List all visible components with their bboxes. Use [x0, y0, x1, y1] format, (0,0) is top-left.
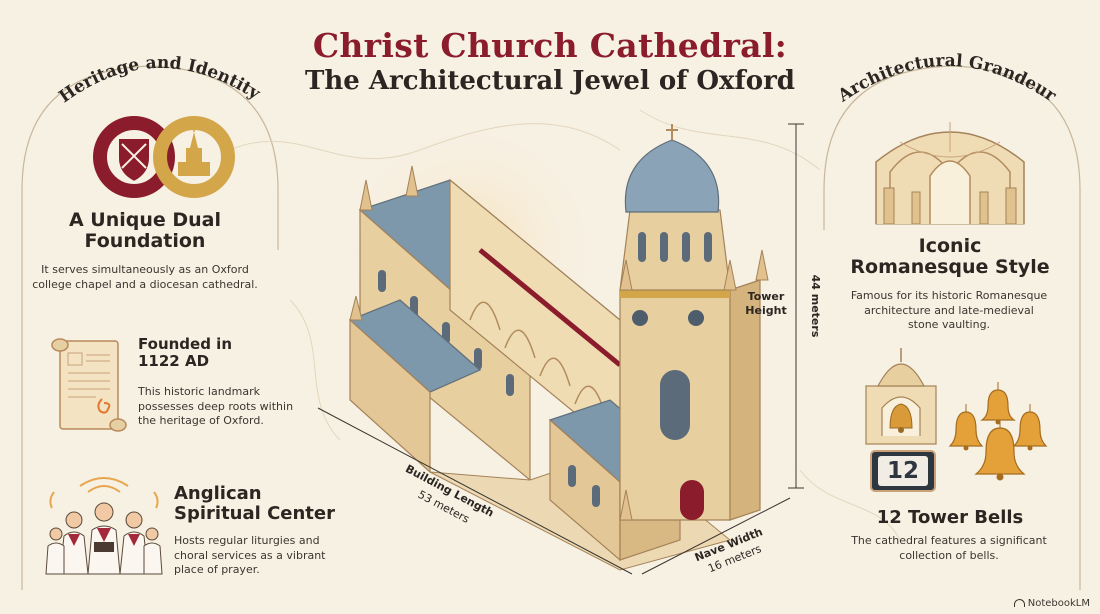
clock-icon [688, 310, 704, 326]
vine-line [639, 109, 821, 171]
tower-dome [624, 139, 720, 213]
bells-heading: 12 Tower Bells [876, 507, 1024, 528]
vine-line [799, 469, 901, 541]
romanesque-heading-line2: Romanesque Style [850, 256, 1050, 279]
bell-counter: 12 [870, 450, 936, 492]
vine-line [229, 123, 621, 160]
vault-arches-icon [875, 122, 1025, 225]
watermark-text: NotebookLM [1027, 598, 1090, 609]
bells-text-line1: The cathedral features a significant [851, 534, 1047, 547]
anglican-text-line2: choral services as a vibrant [174, 548, 326, 562]
founded-text-line1: This historic landmark [138, 385, 260, 398]
tower-label-line2: Height [745, 304, 786, 317]
notebooklm-logo-icon [1013, 599, 1025, 607]
anglican-heading-line2: Spiritual Center [174, 503, 335, 525]
right-arch-frame [823, 65, 1081, 590]
length-line [317, 407, 633, 575]
nave-windows [378, 270, 514, 396]
bells-text-line2: collection of bells. [899, 548, 999, 562]
choir-icon [45, 477, 163, 575]
tower-window [660, 370, 690, 440]
tower-label-line1: Tower [748, 290, 785, 303]
tower-door [680, 480, 704, 520]
anglican-heading-line1: Anglican [174, 483, 262, 504]
page-subtitle: The Architectural Jewel of Oxford [305, 66, 795, 96]
founded-heading-line2: 1122 AD [138, 351, 210, 370]
dual-heading-line1: A Unique Dual [68, 209, 222, 231]
left-arch-frame [21, 65, 279, 590]
bells-icon [948, 382, 1048, 481]
founded-text-line2: possesses deep roots within [138, 399, 294, 413]
founded-text-line3: the heritage of Oxford. [138, 414, 264, 428]
cutaway-section-line [478, 248, 622, 367]
founded-heading-line1: Founded in [138, 335, 232, 353]
romanesque-text-line3: stone vaulting. [907, 318, 991, 332]
scroll-icon [51, 338, 127, 432]
bell-tower-icon [865, 348, 937, 445]
romanesque-text-line1: Famous for its historic Romanesque [850, 289, 1048, 302]
width-line [641, 497, 791, 575]
tower-value: 44 meters [809, 275, 822, 338]
dual-text-line1: It serves simultaneously as an Oxford [41, 263, 249, 276]
anglican-text-line1: Hosts regular liturgies and [174, 534, 320, 547]
dual-ring-logo-icon [93, 116, 235, 198]
romanesque-text-line2: architecture and late-medieval [864, 303, 1034, 317]
cathedral-illustration [348, 124, 769, 571]
bell-counter-value: 12 [886, 458, 919, 484]
page-title: Christ Church Cathedral: [312, 26, 788, 65]
dual-heading-line2: Foundation [84, 230, 206, 253]
vine-line [289, 299, 341, 441]
clock-icon [632, 310, 648, 326]
romanesque-heading-line1: Iconic [918, 235, 982, 257]
dual-text-line2: college chapel and a diocesan cathedral. [32, 277, 258, 291]
anglican-text-line3: place of prayer. [174, 563, 260, 577]
watermark: NotebookLM [1013, 598, 1090, 609]
